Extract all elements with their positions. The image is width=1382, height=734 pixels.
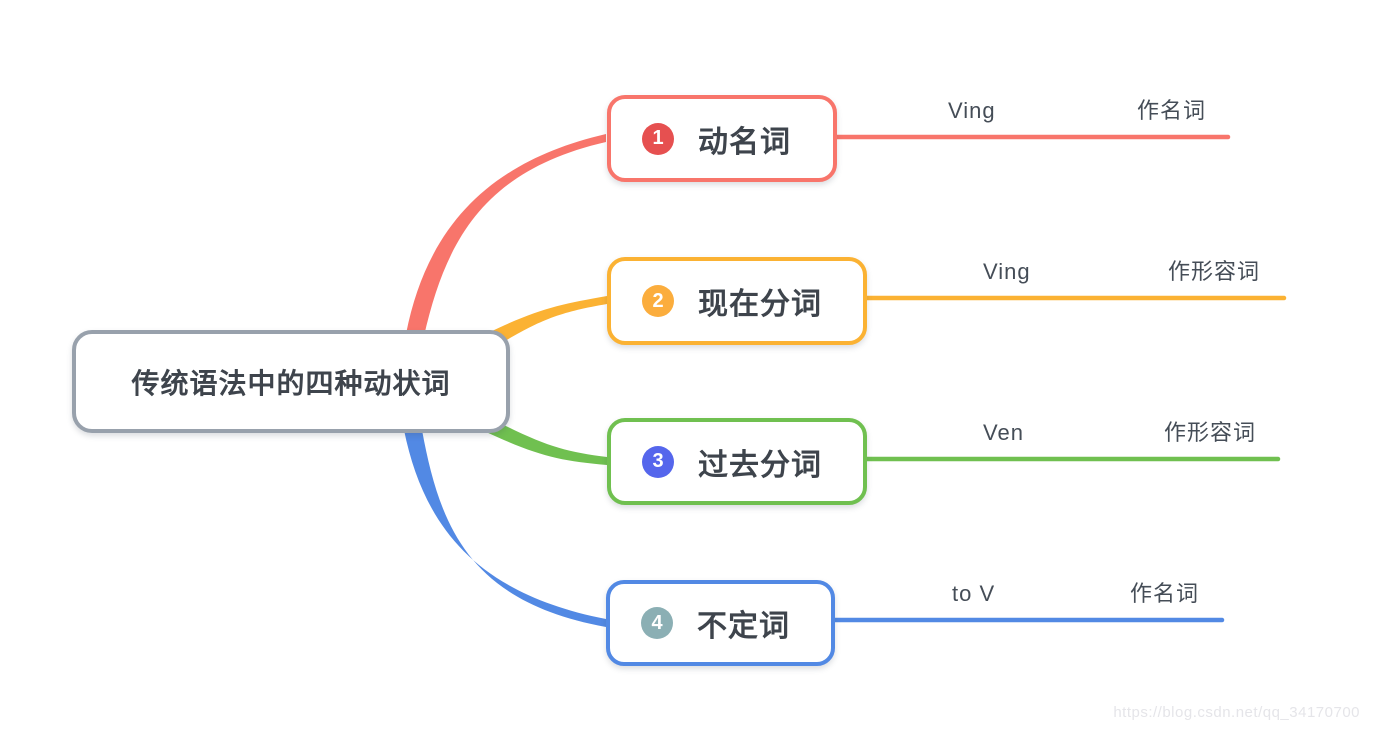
branch-1-form-label[interactable]: Ving bbox=[948, 98, 996, 123]
branch-3-number-badge: 3 bbox=[642, 445, 674, 478]
watermark-url: https://blog.csdn.net/qq_34170700 bbox=[1113, 704, 1360, 721]
branch-node-present-participle[interactable]: 2 现在分词 bbox=[607, 257, 867, 345]
branch-node-gerund[interactable]: 1 动名词 bbox=[607, 95, 837, 182]
branch-3-curve bbox=[486, 421, 607, 465]
branch-4-number-badge: 4 bbox=[641, 607, 673, 639]
branch-4-label: 不定词 bbox=[697, 610, 790, 643]
branch-4-form-label[interactable]: to V bbox=[952, 581, 996, 606]
branch-3-role-label[interactable]: 作形容词 bbox=[1164, 420, 1257, 445]
root-node-label: 传统语法中的四种动状词 bbox=[131, 367, 451, 399]
branch-2-curve bbox=[490, 296, 607, 344]
branch-4-curve bbox=[404, 430, 606, 627]
branch-node-past-participle[interactable]: 3 过去分词 bbox=[607, 418, 867, 505]
branch-1-role-label[interactable]: 作名词 bbox=[1137, 98, 1207, 123]
branch-3-form-label[interactable]: Ven bbox=[983, 420, 1024, 445]
branch-2-label: 现在分词 bbox=[698, 288, 822, 321]
branch-2-number-badge: 2 bbox=[642, 285, 674, 317]
branch-2-form-label[interactable]: Ving bbox=[983, 259, 1031, 284]
branch-2-role-label[interactable]: 作形容词 bbox=[1168, 259, 1261, 284]
branch-3-label: 过去分词 bbox=[698, 448, 822, 482]
branch-4-role-label[interactable]: 作名词 bbox=[1130, 581, 1200, 606]
branch-1-curve bbox=[406, 134, 606, 336]
branch-1-label: 动名词 bbox=[698, 125, 791, 159]
branch-1-number-badge: 1 bbox=[642, 122, 674, 155]
branch-node-infinitive[interactable]: 4 不定词 bbox=[606, 580, 835, 666]
root-node[interactable]: 传统语法中的四种动状词 bbox=[72, 330, 510, 433]
